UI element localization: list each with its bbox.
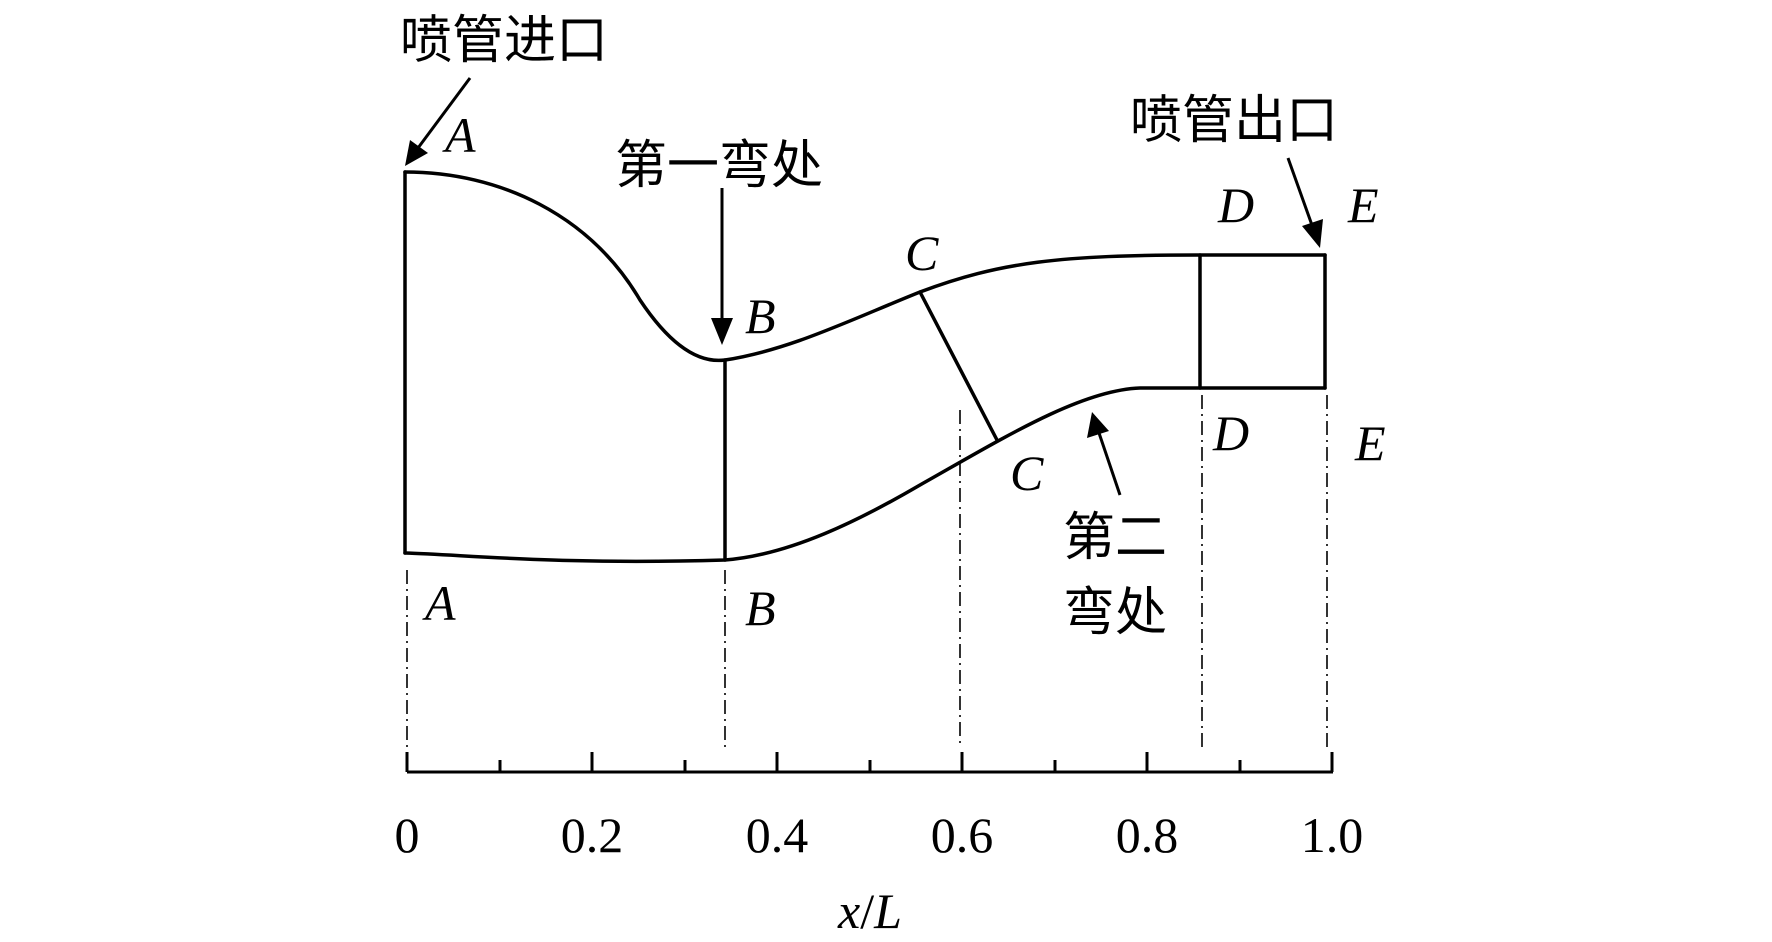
nozzle-lower-wall bbox=[403, 386, 1327, 564]
x-axis-title: x/L bbox=[837, 883, 902, 939]
second-bend-annotation-line2: 弯处 bbox=[1063, 583, 1167, 643]
label-C-top: C bbox=[905, 225, 939, 281]
label-B-top: B bbox=[745, 288, 776, 344]
x-axis-ticks bbox=[405, 752, 1334, 772]
section-C bbox=[918, 290, 999, 442]
outlet-annotation: 喷管出口 bbox=[1130, 91, 1338, 151]
label-A-top: A bbox=[442, 107, 476, 163]
inlet-arrow bbox=[405, 77, 472, 166]
label-B-bottom: B bbox=[745, 580, 776, 636]
tick-label-0: 0 bbox=[395, 807, 420, 863]
label-E-bottom: E bbox=[1354, 415, 1386, 471]
label-D-top: D bbox=[1217, 177, 1254, 233]
tick-label-0.4: 0.4 bbox=[746, 807, 809, 863]
label-C-bottom: C bbox=[1010, 445, 1044, 501]
label-E-top: E bbox=[1347, 177, 1379, 233]
tick-label-0.6: 0.6 bbox=[931, 807, 994, 863]
first-bend-arrow bbox=[711, 188, 733, 345]
nozzle-upper-wall bbox=[403, 170, 1327, 363]
first-bend-annotation: 第一弯处 bbox=[615, 136, 823, 196]
tick-label-0.8: 0.8 bbox=[1116, 807, 1179, 863]
tick-label-1.0: 1.0 bbox=[1301, 807, 1364, 863]
inlet-annotation: 喷管进口 bbox=[400, 11, 608, 71]
tick-label-0.2: 0.2 bbox=[561, 807, 624, 863]
label-D-bottom: D bbox=[1212, 405, 1249, 461]
second-bend-annotation-line1: 第二 bbox=[1063, 508, 1167, 568]
second-bend-arrow bbox=[1087, 412, 1122, 496]
outlet-arrow bbox=[1286, 157, 1323, 248]
label-A-bottom: A bbox=[422, 575, 456, 631]
